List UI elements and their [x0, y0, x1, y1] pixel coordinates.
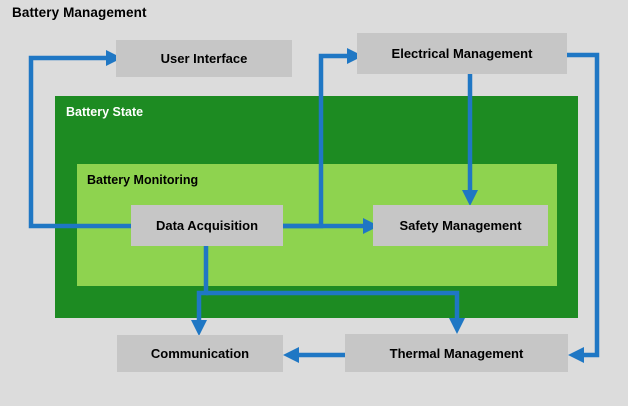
- node-communication[interactable]: Communication: [117, 335, 283, 372]
- node-electrical-management[interactable]: Electrical Management: [357, 33, 567, 74]
- node-user-interface[interactable]: User Interface: [116, 40, 292, 77]
- edge-thermal-to-communication: [283, 347, 345, 363]
- group-label-battery-monitoring: Battery Monitoring: [87, 173, 199, 187]
- diagram-title: Battery Management: [12, 5, 147, 20]
- node-safety-management[interactable]: Safety Management: [373, 205, 548, 246]
- group-label-battery-state: Battery State: [66, 105, 144, 119]
- node-thermal-management[interactable]: Thermal Management: [345, 334, 568, 372]
- node-data-acquisition[interactable]: Data Acquisition: [131, 205, 283, 246]
